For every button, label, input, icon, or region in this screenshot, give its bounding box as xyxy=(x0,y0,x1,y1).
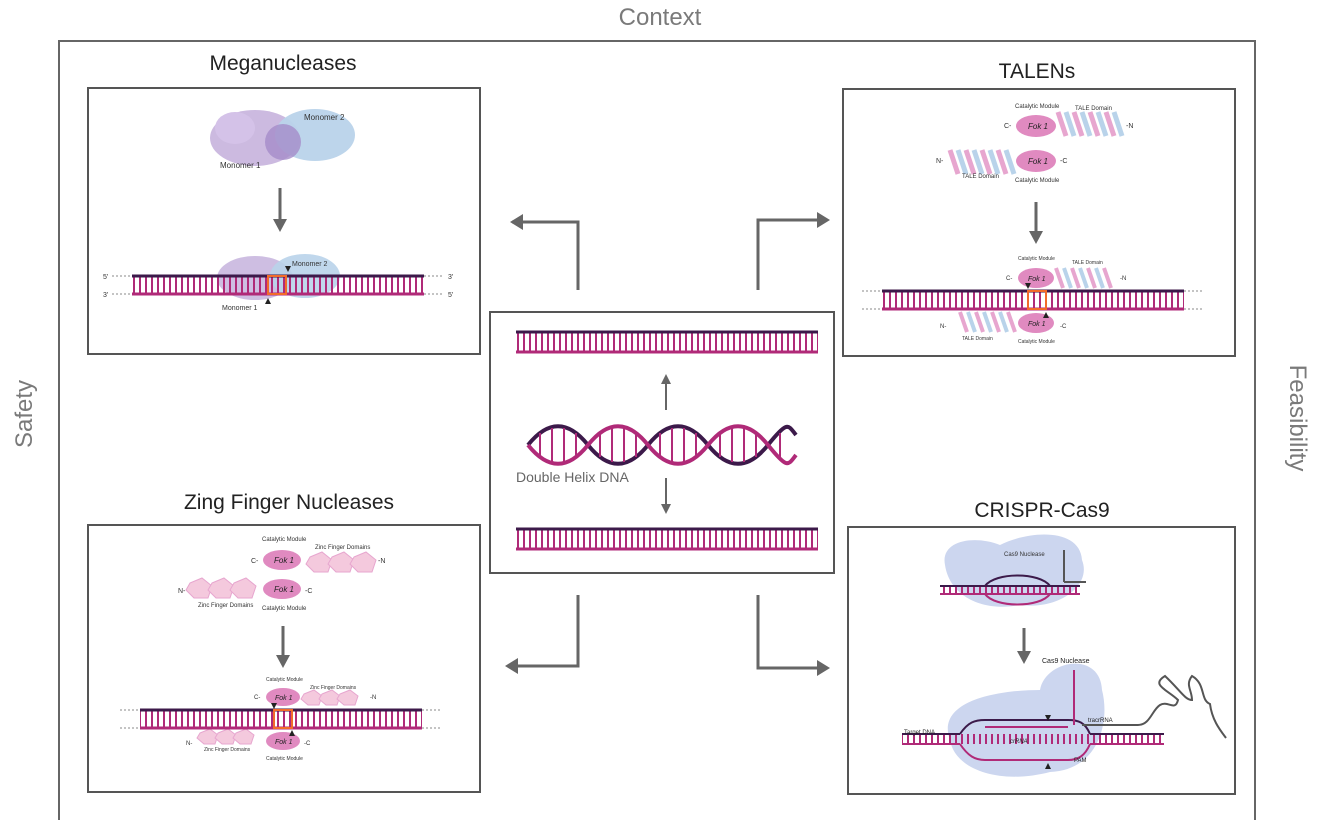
center-arrow-down xyxy=(661,478,671,514)
zfn-catalytic-bottom: Catalytic Module xyxy=(262,606,307,612)
zfn-c-bottom: -C xyxy=(305,588,312,595)
monomer1-label: Monomer 1 xyxy=(220,161,261,170)
talen-top-monomer xyxy=(1016,111,1125,137)
talen-catalytic-dna-top: Catalytic Module xyxy=(1018,256,1055,262)
zfn-domains-top: Zinc Finger Domains xyxy=(315,545,370,551)
center-dna-top xyxy=(516,330,818,354)
target-dna-label: Target DNA xyxy=(904,730,935,736)
zfn-fok1-dna-bottom: Fok 1 xyxy=(275,739,293,746)
talen-catalytic-bottom: Catalytic Module xyxy=(1015,178,1060,184)
zfn-top-monomer xyxy=(263,550,377,573)
cas9-dna-complex xyxy=(902,663,1227,777)
talen-c-dna-bottom: -C xyxy=(1060,324,1067,330)
mega-monomer2-bottom: Monomer 2 xyxy=(292,261,328,268)
talen-fok1-dna-top: Fok 1 xyxy=(1028,276,1046,283)
zfn-c-dna-top: C- xyxy=(254,695,260,701)
context-label: Context xyxy=(618,4,702,31)
talen-fok1-dna-bottom: Fok 1 xyxy=(1028,321,1046,328)
arrow-to-talens xyxy=(756,212,830,290)
zfn-catalytic-dna-bottom: Catalytic Module xyxy=(266,756,303,762)
zfn-dna-complex xyxy=(120,688,442,750)
talen-catalytic-top: Catalytic Module xyxy=(1015,104,1060,110)
zfn-n-dna-top: -N xyxy=(370,695,376,701)
zfn-n-dna-bottom: N- xyxy=(186,741,192,747)
meganuclease-arrow-down xyxy=(273,188,287,232)
zfn-fok1-bottom: Fok 1 xyxy=(274,585,294,594)
talen-arrow-down xyxy=(1029,202,1043,244)
zfn-domains-dna-bottom: Zinc Finger Domains xyxy=(204,747,251,753)
zfn-catalytic-top: Catalytic Module xyxy=(262,537,307,543)
meganuclease-dna-complex xyxy=(112,254,444,304)
talen-n-bottom: N- xyxy=(936,158,944,165)
talen-catalytic-dna-bottom: Catalytic Module xyxy=(1018,339,1055,345)
cas9-label: Cas9 Nuclease xyxy=(1042,658,1090,665)
mega-monomer1-bottom: Monomer 1 xyxy=(222,305,258,312)
talen-c-bottom: -C xyxy=(1060,158,1067,165)
zfn-fok1-top: Fok 1 xyxy=(274,556,294,565)
mega-3prime-left: 3' xyxy=(103,292,108,299)
zfn-fok1-dna-top: Fok 1 xyxy=(275,695,293,702)
outer-frame xyxy=(58,40,1256,820)
mega-3prime-right: 3' xyxy=(448,274,453,281)
talen-dna-complex xyxy=(862,267,1204,333)
talen-c-dna-top: C- xyxy=(1006,276,1012,282)
cas9-top-complex xyxy=(940,534,1086,607)
zfn-c-top: C- xyxy=(251,558,259,565)
talen-fok1-bottom: Fok 1 xyxy=(1028,157,1048,166)
zfn-catalytic-dna-top: Catalytic Module xyxy=(266,677,303,683)
arrow-to-crispr xyxy=(756,595,830,676)
zfn-n-bottom: N- xyxy=(178,588,186,595)
mega-5prime-right: 5' xyxy=(448,292,453,299)
crrna-label: crRNA xyxy=(1010,739,1028,745)
center-arrow-up xyxy=(661,374,671,410)
zfn-title: Zing Finger Nucleases xyxy=(183,491,395,514)
zfn-n-top: -N xyxy=(378,558,385,565)
meganuclease-protein-icon xyxy=(210,109,355,166)
talen-n-dna-bottom: N- xyxy=(940,324,946,330)
crispr-title: CRISPR-Cas9 xyxy=(974,499,1110,522)
tracrrna-label: tracrRNA xyxy=(1088,718,1113,724)
talen-bottom-monomer xyxy=(947,149,1056,175)
zfn-arrow-down xyxy=(276,626,290,668)
talen-domain-bottom: TALE Domain xyxy=(962,174,999,180)
zfn-domains-dna-top: Zinc Finger Domains xyxy=(310,685,357,691)
double-helix-icon xyxy=(526,424,798,466)
cas9-label-top: Cas9 Nuclease xyxy=(1004,552,1045,558)
zfn-c-dna-bottom: -C xyxy=(304,741,311,747)
monomer2-label: Monomer 2 xyxy=(304,113,345,122)
crispr-arrow-down xyxy=(1017,628,1031,664)
double-helix-label: Double Helix DNA xyxy=(516,469,629,485)
zfn-domains-bottom: Zinc Finger Domains xyxy=(198,603,253,609)
talen-domain-dna-bottom: TALE Domain xyxy=(962,336,993,342)
talen-fok1-top: Fok 1 xyxy=(1028,122,1048,131)
talens-title: TALENs xyxy=(998,60,1076,83)
talen-domain-top: TALE Domain xyxy=(1075,106,1112,112)
talen-domain-dna-top: TALE Domain xyxy=(1072,260,1103,266)
meganucleases-title: Meganucleases xyxy=(209,52,357,75)
talen-n-dna-top: -N xyxy=(1120,276,1126,282)
arrow-to-zfn xyxy=(505,595,580,674)
talen-n-top: -N xyxy=(1126,123,1133,130)
arrow-to-meganucleases xyxy=(510,214,580,290)
talen-c-top: C- xyxy=(1004,123,1012,130)
zfn-bottom-monomer xyxy=(185,577,301,599)
center-dna-bottom xyxy=(516,527,818,551)
mega-5prime-left: 5' xyxy=(103,274,108,281)
pam-label: PAM xyxy=(1074,758,1087,764)
